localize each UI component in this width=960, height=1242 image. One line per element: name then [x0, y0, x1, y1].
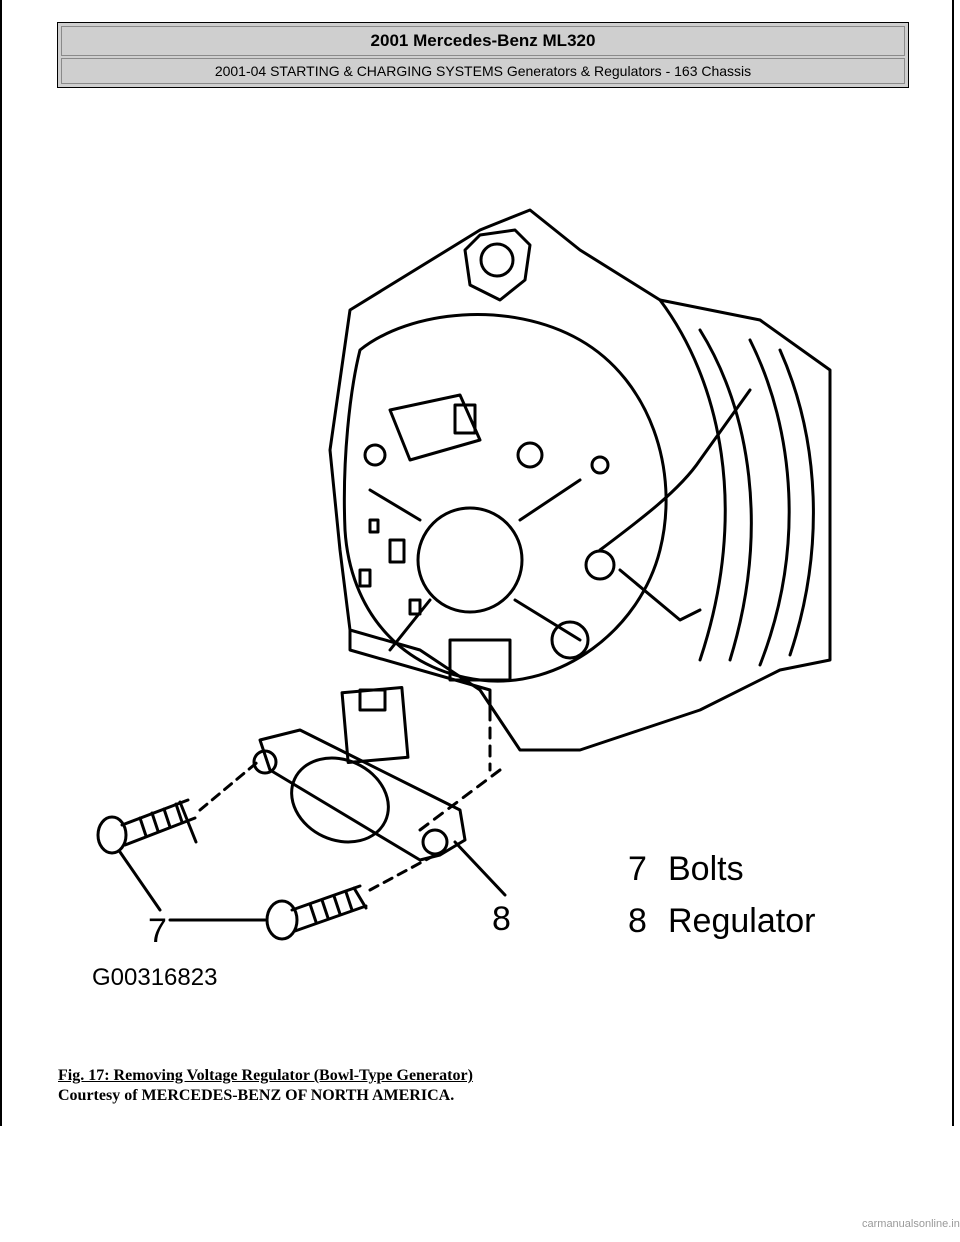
- legend-label-regulator: Regulator: [668, 902, 815, 940]
- page-frame: [0, 0, 954, 1126]
- figure-code: G00316823: [92, 964, 217, 991]
- mounting-ear: [463, 228, 532, 302]
- generator-drawing: 7 8 7 Bolts 8 Regulator G00316823: [92, 208, 832, 991]
- legend-label-bolts: Bolts: [668, 850, 744, 888]
- legend-num-8: 8: [628, 902, 647, 940]
- b-terminal: [550, 620, 590, 660]
- brush-holder: [388, 393, 482, 462]
- terminal-cable: [598, 388, 752, 552]
- bolt-upper: [96, 798, 198, 855]
- stator-ring-2: [698, 328, 753, 662]
- figure-title-link[interactable]: Fig. 17: Removing Voltage Regulator (Bow…: [58, 1067, 473, 1084]
- generator-illustration: 7 8 7 Bolts 8 Regulator G00316823: [60, 190, 900, 1010]
- leader-line-8: [453, 840, 507, 897]
- vehicle-title: 2001 Mercedes-Benz ML320: [61, 26, 905, 56]
- rear-end-plate: [342, 313, 668, 683]
- voltage-regulator: [252, 686, 467, 862]
- figure-caption: Fig. 17: Removing Voltage Regulator (Bow…: [58, 1066, 473, 1106]
- mounting-hole: [479, 242, 515, 278]
- stator-ring: [658, 298, 727, 662]
- stator-ring-3: [748, 338, 791, 667]
- legend-num-7: 7: [628, 850, 647, 888]
- leader-line-7a: [118, 850, 162, 912]
- section-title: 2001-04 STARTING & CHARGING SYSTEMS Gene…: [61, 58, 905, 84]
- document-header: 2001 Mercedes-Benz ML320 2001-04 STARTIN…: [57, 22, 909, 88]
- watermark: carmanualsonline.info: [862, 1218, 960, 1230]
- callout-8: 8: [492, 900, 511, 938]
- courtesy-line: Courtesy of MERCEDES-BENZ OF NORTH AMERI…: [58, 1087, 455, 1104]
- callout-7: 7: [148, 912, 167, 950]
- bolt-lower: [265, 884, 368, 941]
- bearing-boss: [416, 506, 524, 614]
